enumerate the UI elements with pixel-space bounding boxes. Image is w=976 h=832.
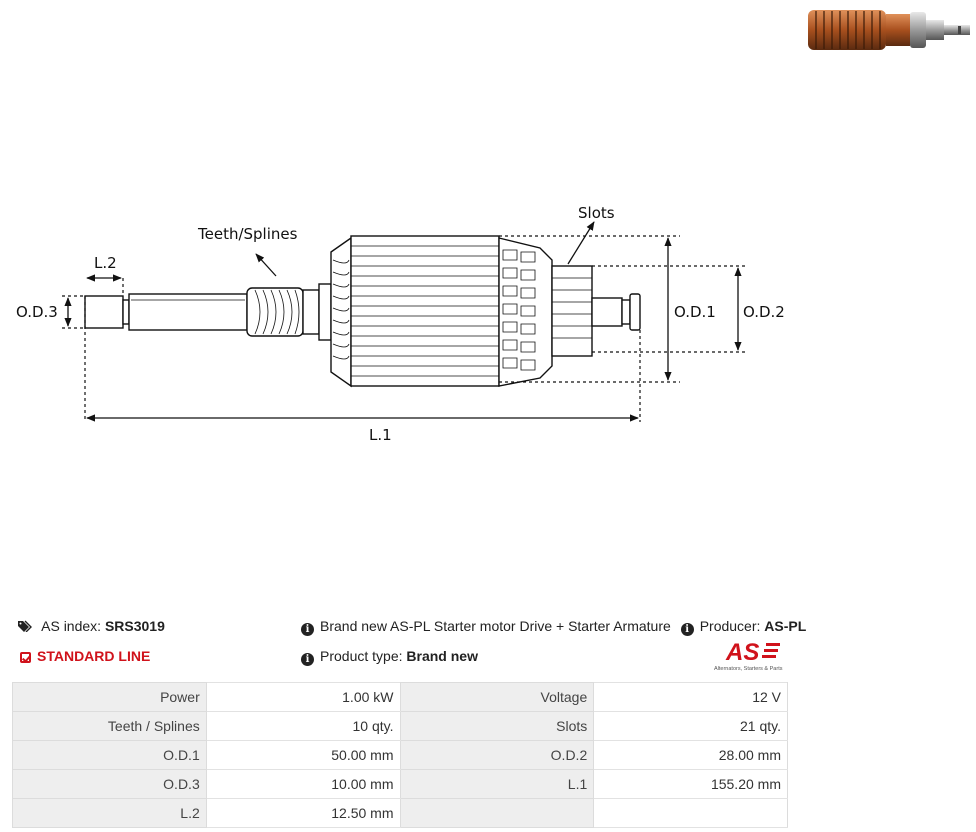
spec-value: 12 V <box>593 682 788 712</box>
spec-label: L.1 <box>399 769 595 799</box>
label-l1: L.1 <box>369 426 392 444</box>
spec-value: 10.00 mm <box>205 769 401 799</box>
label-od3: O.D.3 <box>16 303 58 321</box>
spec-value: 28.00 mm <box>593 740 788 770</box>
as-index-value: SRS3019 <box>104 618 165 634</box>
description-row: i Brand new AS-PL Starter motor Drive + S… <box>301 618 806 636</box>
spec-label: O.D.1 <box>12 740 207 770</box>
label-slots: Slots <box>578 204 615 222</box>
info-icon: i <box>301 623 314 636</box>
specifications-table: Power 1.00 kW Voltage 12 V Teeth / Splin… <box>12 682 788 828</box>
as-pl-logo: AS Alternators, Starters & Parts <box>710 638 792 672</box>
spec-value: 21 qty. <box>593 711 788 741</box>
product-type-label: Product type: <box>320 648 403 664</box>
spec-label: O.D.2 <box>399 740 595 770</box>
spec-value: 1.00 kW <box>205 682 401 712</box>
spec-label: Power <box>12 682 207 712</box>
producer-value: AS-PL <box>764 618 807 634</box>
label-od1: O.D.1 <box>674 303 716 321</box>
product-type-value: Brand new <box>406 648 478 664</box>
table-row: Power 1.00 kW Voltage 12 V <box>12 682 788 712</box>
info-icon: i <box>301 653 314 666</box>
label-l2: L.2 <box>94 254 117 272</box>
standard-line-badge: STANDARD LINE <box>20 648 150 664</box>
product-type-row: i Product type: Brand new <box>301 648 478 666</box>
armature-dimension-diagram: Slots Teeth/Splines L.2 O.D.3 O.D.1 O.D.… <box>16 204 785 444</box>
spec-value: 50.00 mm <box>205 740 401 770</box>
spec-value: 155.20 mm <box>593 769 788 799</box>
table-row: O.D.1 50.00 mm O.D.2 28.00 mm <box>12 740 788 770</box>
spec-label: Teeth / Splines <box>12 711 207 741</box>
info-icon: i <box>680 623 694 636</box>
table-row: Teeth / Splines 10 qty. Slots 21 qty. <box>12 711 788 741</box>
spec-label: L.2 <box>12 798 207 828</box>
spec-value: 12.50 mm <box>205 798 401 828</box>
label-teeth-splines: Teeth/Splines <box>197 225 298 243</box>
as-index-row: AS index: SRS3019 <box>18 618 165 634</box>
spec-label: Voltage <box>399 682 595 712</box>
logo-tagline: Alternators, Starters & Parts <box>714 666 783 672</box>
as-index-label: AS index: <box>41 618 102 634</box>
logo-mark: AS <box>725 639 759 666</box>
producer-label: Producer: <box>699 618 761 634</box>
table-row: L.2 12.50 mm <box>12 798 788 828</box>
check-square-icon <box>20 652 31 663</box>
table-row: O.D.3 10.00 mm L.1 155.20 mm <box>12 769 788 799</box>
tags-icon <box>18 620 32 632</box>
label-od2: O.D.2 <box>743 303 785 321</box>
spec-label: O.D.3 <box>12 769 207 799</box>
product-photo <box>808 10 970 50</box>
spec-value: 10 qty. <box>205 711 401 741</box>
spec-value-empty <box>593 798 788 828</box>
spec-label: Slots <box>399 711 595 741</box>
standard-line-label: STANDARD LINE <box>37 648 151 664</box>
spec-label-empty <box>399 798 595 828</box>
product-description: Brand new AS-PL Starter motor Drive + St… <box>320 618 671 634</box>
